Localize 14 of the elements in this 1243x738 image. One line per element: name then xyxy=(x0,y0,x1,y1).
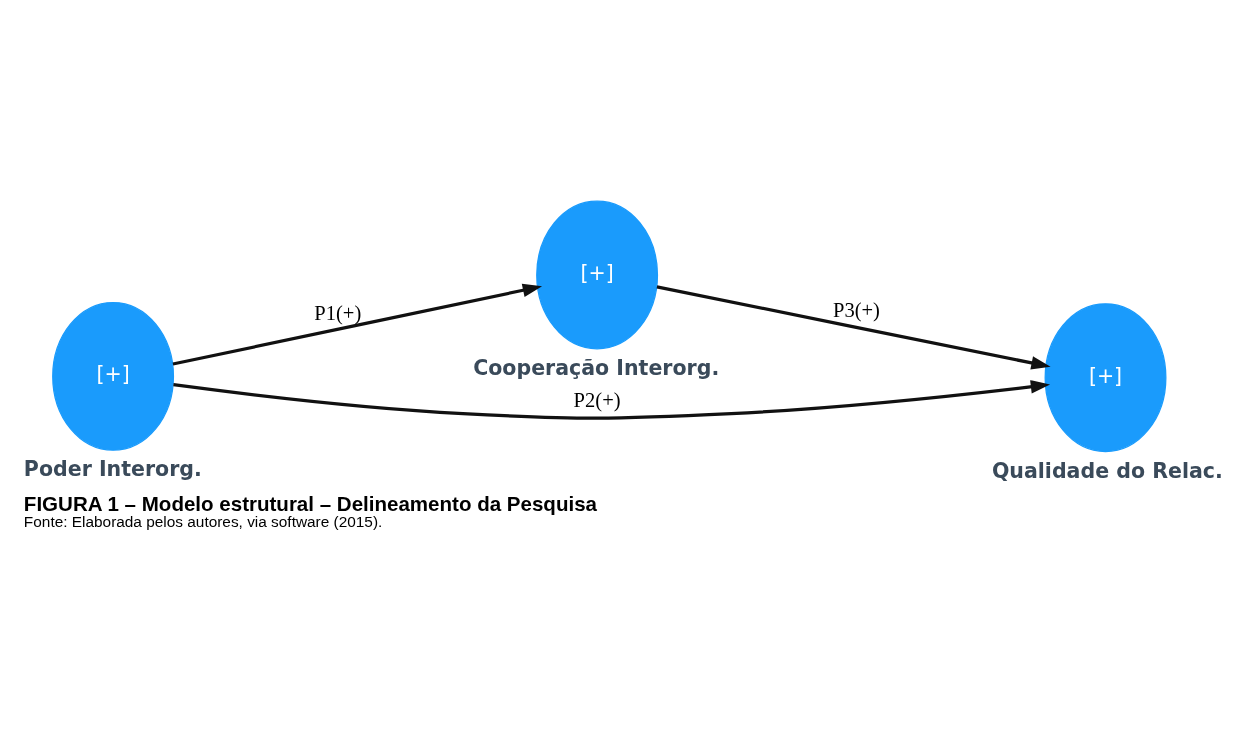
node-ellipse: [+] xyxy=(536,200,659,350)
diagram-title: FIGURA 1 – Modelo estrutural – Delineamento da Pesquisa xyxy=(23,491,597,515)
edge-label: P3(+) xyxy=(832,299,880,322)
caption: Fonte: Elaborada pelos autores, via software (2015). xyxy=(23,513,383,531)
node-label: Cooperação Interorg. xyxy=(473,355,720,380)
arrow xyxy=(656,285,1051,370)
node-label: Poder Interorg. xyxy=(23,457,202,482)
arrow xyxy=(172,283,543,366)
edge-label: P2(+) xyxy=(573,388,621,411)
node-ellipse: [+] xyxy=(1044,303,1167,453)
arrow xyxy=(173,380,1051,420)
node-label: Qualidade do Relac. xyxy=(991,458,1223,483)
edge-label: P1(+) xyxy=(314,301,362,324)
node-ellipse: [+] xyxy=(52,301,175,451)
